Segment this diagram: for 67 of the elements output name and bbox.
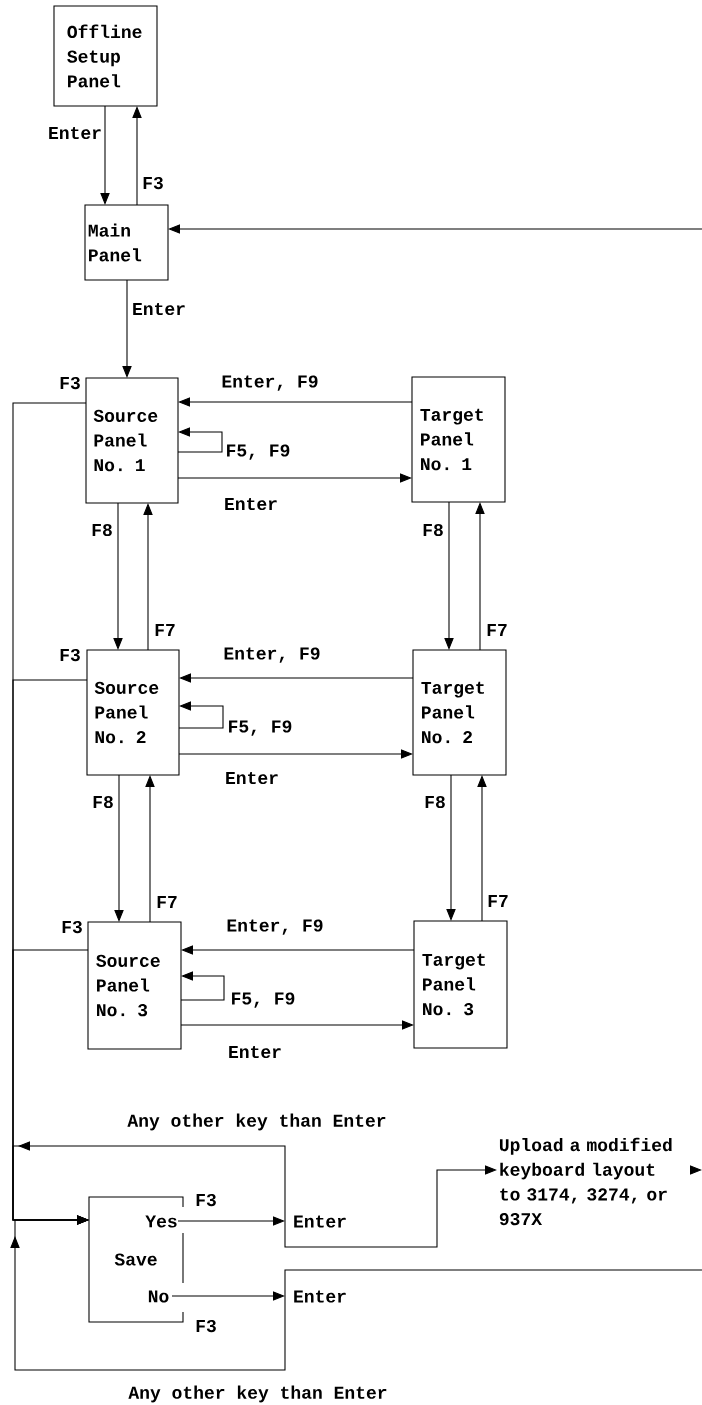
edge-label: Enter bbox=[130, 301, 188, 317]
arrow bbox=[475, 502, 485, 651]
panel-box: Main Panel bbox=[84, 204, 169, 281]
edge-label: F3 bbox=[57, 375, 83, 391]
key-label: F3 bbox=[196, 1319, 216, 1333]
arrow bbox=[178, 701, 224, 729]
edge-label: Enter, F9 bbox=[222, 646, 322, 664]
panel-box: Source Panel No. 3 bbox=[87, 921, 182, 1050]
edge-label: F7 bbox=[484, 622, 510, 638]
panel-box: Target Panel No. 1 bbox=[411, 376, 506, 503]
arrow bbox=[284, 1165, 497, 1248]
arrow bbox=[168, 224, 702, 234]
arrow bbox=[114, 774, 124, 922]
edge-label: F8 bbox=[422, 794, 448, 810]
panel-box: Target Panel No. 2 bbox=[412, 649, 507, 776]
arrow bbox=[446, 774, 456, 921]
edge-label: Enter bbox=[223, 770, 281, 786]
panel-box: Target Panel No. 3 bbox=[413, 920, 508, 1049]
edge-label: F8 bbox=[420, 522, 446, 538]
arrow bbox=[180, 971, 225, 1001]
arrow bbox=[179, 673, 414, 683]
arrow bbox=[132, 106, 142, 206]
connector-line bbox=[284, 1269, 702, 1297]
panel-box: Source Panel No. 1 bbox=[85, 377, 179, 504]
arrow bbox=[477, 775, 487, 922]
arrow bbox=[689, 1165, 702, 1175]
edge-label: F8 bbox=[90, 794, 116, 810]
arrow bbox=[177, 473, 412, 483]
key-label: F3 bbox=[196, 1193, 216, 1207]
edge-label: Any other key than Enter bbox=[127, 1384, 389, 1404]
arrow bbox=[178, 749, 413, 759]
arrow bbox=[143, 503, 153, 651]
arrow bbox=[180, 1020, 414, 1030]
arrow bbox=[181, 945, 415, 955]
arrow bbox=[178, 397, 413, 407]
edge-label: Enter, F9 bbox=[220, 374, 320, 392]
arrow bbox=[177, 427, 223, 453]
arrow bbox=[10, 1215, 286, 1371]
panel-box: Source Panel No. 2 bbox=[86, 649, 180, 776]
edge-label: Any other key than Enter bbox=[126, 1112, 388, 1132]
panel-box: Offline Setup Panel bbox=[53, 5, 158, 107]
arrow bbox=[177, 1216, 285, 1226]
edge-label: F7 bbox=[485, 893, 511, 909]
edge-label: Enter bbox=[222, 496, 280, 512]
arrow bbox=[171, 1291, 285, 1301]
edge-label: Enter bbox=[226, 1044, 284, 1060]
note-text: Upload a modified keyboard layout to 3174, 3274, or 937X bbox=[499, 1137, 672, 1226]
arrow bbox=[444, 501, 454, 650]
option-text: No bbox=[148, 1290, 169, 1303]
arrow bbox=[100, 105, 110, 205]
option-text: Enter bbox=[294, 1215, 346, 1228]
edge-label: F7 bbox=[154, 894, 180, 910]
edge-label: F8 bbox=[89, 522, 115, 538]
edge-label: F3 bbox=[140, 175, 166, 191]
option-text: Enter bbox=[294, 1290, 346, 1303]
arrow bbox=[122, 279, 132, 378]
arrow bbox=[145, 775, 155, 923]
arrow bbox=[113, 502, 123, 650]
edge-label: F3 bbox=[59, 919, 85, 935]
edge-label: F3 bbox=[57, 647, 83, 663]
edge-label: Enter bbox=[46, 125, 104, 141]
option-text: Yes bbox=[145, 1215, 177, 1228]
edge-label: Enter, F9 bbox=[225, 918, 325, 936]
edge-label: F5, F9 bbox=[224, 443, 292, 461]
edge-label: F5, F9 bbox=[226, 719, 294, 737]
edge-label: F5, F9 bbox=[229, 991, 297, 1009]
edge-label: F7 bbox=[152, 622, 178, 638]
